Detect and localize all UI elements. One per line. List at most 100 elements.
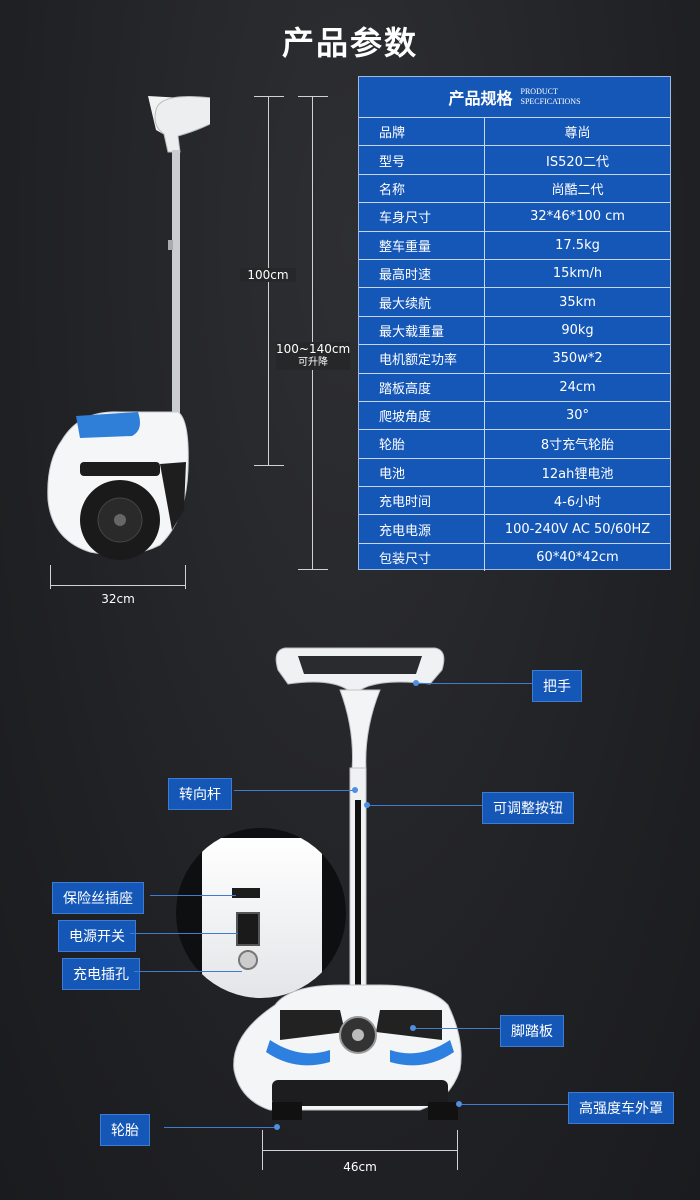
adjustable-dimension-cap-bottom xyxy=(298,569,328,570)
side-width-cap-right xyxy=(185,565,186,589)
spec-value: 100-240V AC 50/60HZ xyxy=(504,521,651,537)
spec-row: 最大载重量 90kg xyxy=(359,316,670,346)
spec-value: IS520二代 xyxy=(546,154,609,170)
front-view-illustration xyxy=(180,640,500,1130)
inset-panel xyxy=(202,838,322,998)
adjustable-dimension-line xyxy=(312,96,313,570)
leader-handle xyxy=(418,683,532,684)
spec-key: 车身尺寸 xyxy=(359,203,485,231)
inset-detail-circle xyxy=(176,828,346,998)
leader-dot-shell xyxy=(456,1101,462,1107)
charge-port-icon xyxy=(238,950,258,970)
leader-dot-footboard xyxy=(410,1025,416,1031)
spec-value: 17.5kg xyxy=(555,237,600,253)
callout-fuse-socket: 保险丝插座 xyxy=(52,882,144,914)
leader-dot-steering-rod xyxy=(352,787,358,793)
callout-adjust-button: 可调整按钮 xyxy=(482,792,574,824)
leader-adjust-button xyxy=(368,805,482,806)
callout-handle: 把手 xyxy=(532,670,582,702)
spec-row: 电池 12ah锂电池 xyxy=(359,458,670,488)
spec-key: 轮胎 xyxy=(359,430,485,458)
spec-value: 15km/h xyxy=(552,266,603,282)
leader-steering-rod xyxy=(234,790,354,791)
spec-value: 60*40*42cm xyxy=(536,550,619,566)
callout-footboard: 脚踏板 xyxy=(500,1015,564,1047)
spec-value: 尊尚 xyxy=(564,126,591,142)
spec-row: 车身尺寸 32*46*100 cm xyxy=(359,203,670,232)
leader-dot-handle xyxy=(413,680,419,686)
spec-key: 名称 xyxy=(359,174,485,203)
leader-fuse-socket xyxy=(150,895,236,896)
spec-rows: 品牌 尊尚型号 IS520二代名称 尚酷二代车身尺寸 32*46*100 cm 整车重量 1… xyxy=(359,118,670,572)
spec-row: 型号 IS520二代 xyxy=(359,146,670,175)
spec-value: 30° xyxy=(565,408,590,424)
spec-key: 踏板高度 xyxy=(359,373,485,401)
front-width-cap-left xyxy=(262,1130,263,1170)
spec-key: 整车重量 xyxy=(359,231,485,259)
scooter-front-icon xyxy=(233,647,462,1120)
spec-row: 包装尺寸 60*40*42cm xyxy=(359,543,670,572)
side-view-illustration xyxy=(40,90,225,570)
page-title: 产品参数 xyxy=(281,24,418,62)
front-width-dimension-line xyxy=(262,1150,458,1151)
spec-row: 整车重量 17.5kg xyxy=(359,231,670,260)
side-width-label: 32cm xyxy=(101,592,135,606)
scooter-side-icon xyxy=(47,96,225,560)
spec-table: 产品规格 PRODUCT SPECFICATIONS 品牌 尊尚型号 IS520二代… xyxy=(358,76,671,572)
adjustable-range: 100~140cm xyxy=(276,342,351,356)
spec-value: 尚酷二代 xyxy=(551,182,604,198)
spec-value: 8寸充气轮胎 xyxy=(540,438,615,454)
spec-value: 35km xyxy=(559,294,596,310)
height-dimension-label: 100cm xyxy=(240,268,296,282)
side-width-cap-left xyxy=(50,565,51,589)
spec-row: 爬坡角度 30° xyxy=(359,401,670,431)
spec-row: 充电时间 4-6小时 xyxy=(359,487,670,516)
spec-row: 电机额定功率 350w*2 xyxy=(359,345,670,374)
leader-dot-tire xyxy=(274,1124,280,1130)
spec-key: 充电电源 xyxy=(359,515,485,543)
leader-tire xyxy=(164,1127,276,1128)
callout-charge-port: 充电插孔 xyxy=(62,958,140,990)
spec-value: 4-6小时 xyxy=(553,495,602,511)
spec-key: 电池 xyxy=(359,458,485,487)
callout-tire: 轮胎 xyxy=(100,1114,150,1146)
spec-key: 最大续航 xyxy=(359,288,485,316)
spec-value: 24cm xyxy=(559,379,596,395)
spec-key: 型号 xyxy=(359,146,485,174)
leader-dot-adjust-button xyxy=(364,802,370,808)
callout-steering-rod: 转向杆 xyxy=(168,778,232,810)
spec-row: 品牌 尊尚 xyxy=(359,118,670,147)
spec-key: 包装尺寸 xyxy=(359,543,485,572)
adjustable-dimension-label: 100~140cm 可升降 xyxy=(276,342,350,370)
side-width-dimension-line xyxy=(50,585,186,586)
spec-value: 32*46*100 cm xyxy=(530,209,625,225)
front-width-label: 46cm xyxy=(343,1160,377,1174)
spec-value: 90kg xyxy=(561,322,594,338)
spec-row: 轮胎 8寸充气轮胎 xyxy=(359,430,670,459)
spec-key: 爬坡角度 xyxy=(359,401,485,430)
spec-row: 名称 尚酷二代 xyxy=(359,174,670,204)
power-switch-icon xyxy=(236,912,260,946)
spec-row: 踏板高度 24cm xyxy=(359,373,670,402)
spec-value: 12ah锂电池 xyxy=(541,466,614,482)
callout-power-switch: 电源开关 xyxy=(58,920,136,952)
spec-key: 充电时间 xyxy=(359,487,485,515)
spec-header-en: PRODUCT SPECFICATIONS xyxy=(521,87,581,107)
spec-header-en-line1: PRODUCT xyxy=(520,87,558,96)
spec-value: 350w*2 xyxy=(552,351,603,367)
leader-charge-port xyxy=(134,971,242,972)
spec-row: 充电电源 100-240V AC 50/60HZ xyxy=(359,515,670,544)
spec-key: 电机额定功率 xyxy=(359,345,485,373)
leader-shell xyxy=(460,1104,568,1105)
adjustable-dimension-cap-top xyxy=(298,96,328,97)
spec-key: 最大载重量 xyxy=(359,316,485,345)
spec-table-header: 产品规格 PRODUCT SPECFICATIONS xyxy=(359,77,670,118)
leader-power-switch xyxy=(130,933,238,934)
fuse-socket-icon xyxy=(232,888,260,898)
leader-footboard xyxy=(414,1028,500,1029)
spec-header-en-line2: SPECFICATIONS xyxy=(520,97,581,106)
spec-key: 品牌 xyxy=(359,118,485,146)
adjustable-note: 可升降 xyxy=(298,357,328,368)
spec-row: 最大续航 35km xyxy=(359,288,670,317)
